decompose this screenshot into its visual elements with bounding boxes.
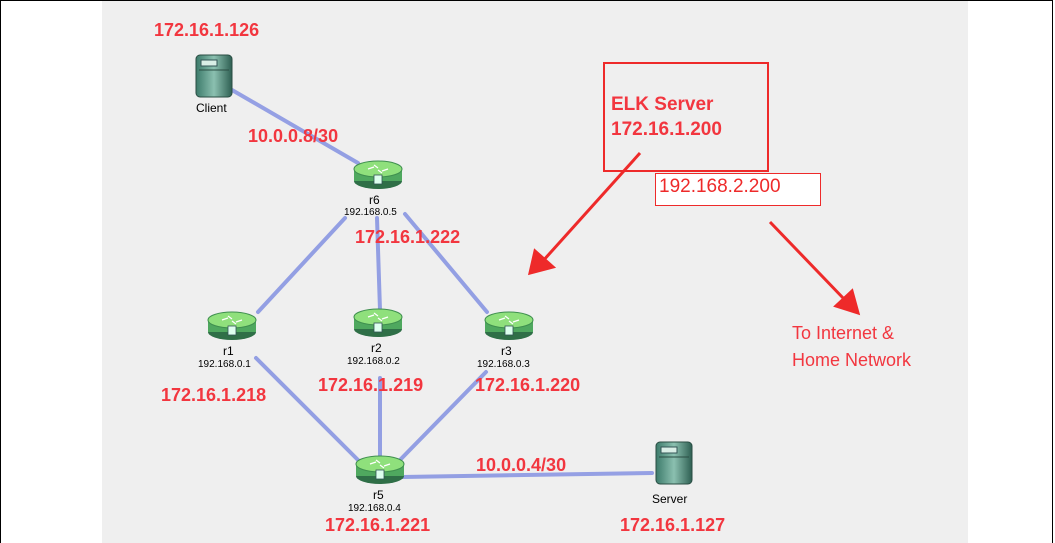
r6-mgmt-annotation: 172.16.1.222 [355, 227, 461, 247]
elk-server-ip: 172.16.1.200 [611, 119, 722, 140]
router-r3[interactable] [483, 311, 535, 341]
r3-mgmt-annotation: 172.16.1.220 [475, 375, 581, 395]
r3-ip: 192.168.0.3 [477, 359, 530, 370]
arrow-elk-to-network-head [527, 248, 557, 276]
client-ip-annotation: 172.16.1.126 [154, 20, 260, 40]
server-ip-annotation: 172.16.1.127 [620, 515, 726, 535]
internet-annotation-line1: To Internet & [792, 323, 895, 343]
r5-mgmt-annotation: 172.16.1.221 [325, 515, 431, 535]
link-client-r6 [230, 88, 360, 165]
r2-mgmt-annotation: 172.16.1.219 [318, 375, 424, 395]
r5-label: r5 [373, 488, 384, 502]
r1-mgmt-annotation: 172.16.1.218 [161, 385, 267, 405]
router-r1[interactable] [206, 311, 258, 341]
link-r6-r3 [403, 212, 489, 314]
server-tower-icon [195, 54, 233, 98]
r1-label: r1 [223, 344, 234, 358]
arrow-to-internet [768, 220, 847, 302]
router-icon [207, 311, 257, 340]
link-r3-r5 [396, 370, 488, 464]
client-label: Client [196, 101, 227, 115]
elk-external-ip-box: 192.168.2.200 [655, 173, 821, 206]
r3-label: r3 [501, 344, 512, 358]
r6-label: r6 [369, 193, 380, 207]
link-r5-server [400, 471, 654, 479]
r5-ip: 192.168.0.4 [348, 503, 401, 514]
client-device[interactable] [194, 53, 234, 99]
server-link-annotation: 10.0.0.4/30 [476, 455, 567, 475]
client-link-annotation: 10.0.0.8/30 [248, 126, 339, 146]
router-icon [355, 455, 405, 484]
server-tower-icon [655, 441, 693, 485]
elk-server-title: ELK Server [611, 94, 714, 115]
router-icon [484, 311, 534, 340]
r1-ip: 192.168.0.1 [198, 359, 251, 370]
arrow-to-internet-head [833, 288, 861, 316]
router-icon [353, 308, 403, 337]
router-r2[interactable] [352, 308, 404, 338]
link-r1-r5 [254, 356, 362, 464]
link-r6-r1 [256, 216, 347, 314]
router-r6[interactable] [352, 160, 404, 190]
server-device[interactable] [654, 440, 694, 486]
link-r6-r2 [375, 216, 382, 312]
internet-annotation-line2: Home Network [792, 350, 912, 370]
server-label: Server [652, 492, 688, 506]
elk-server-box [603, 62, 769, 172]
r6-ip: 192.168.0.5 [344, 207, 397, 218]
router-icon [353, 160, 403, 189]
router-r5[interactable] [354, 455, 406, 485]
r2-label: r2 [371, 341, 382, 355]
r2-ip: 192.168.0.2 [347, 356, 400, 367]
